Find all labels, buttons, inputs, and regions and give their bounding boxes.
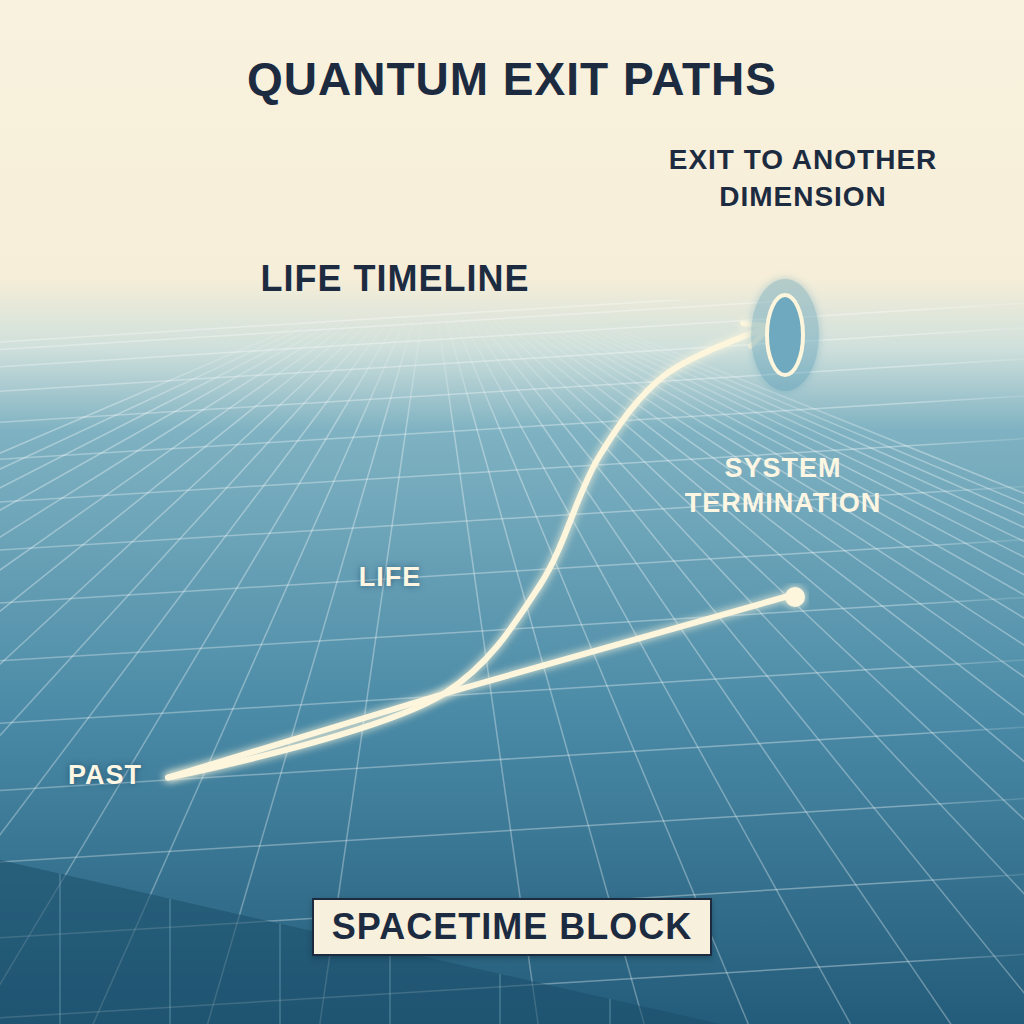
portal-ring bbox=[767, 295, 803, 375]
grid-line bbox=[0, 355, 1024, 425]
timeline-path bbox=[168, 327, 769, 778]
timeline-path bbox=[168, 597, 785, 778]
timeline-label: LIFE TIMELINE bbox=[200, 258, 590, 300]
block-face-line bbox=[389, 949, 391, 1024]
perspective-grid bbox=[0, 300, 1024, 1024]
grid-line bbox=[0, 724, 1024, 794]
title: QUANTUM EXIT PATHS bbox=[0, 52, 1024, 106]
grid-line bbox=[0, 392, 1024, 462]
spacetime-block-box: SPACETIME BLOCK bbox=[312, 898, 712, 956]
block-face-line bbox=[499, 974, 501, 1024]
grid-line bbox=[0, 324, 1024, 394]
block-face-line bbox=[59, 874, 61, 1024]
termination-point: SYSTEM TERMINATION bbox=[785, 587, 805, 607]
grid-line bbox=[0, 536, 1024, 606]
block-label: SPACETIME BLOCK bbox=[332, 906, 692, 948]
grid-line bbox=[0, 656, 1024, 726]
block-face-line bbox=[169, 899, 171, 1024]
end-dot bbox=[785, 587, 805, 607]
segment-label: LIFE bbox=[330, 562, 450, 593]
block-face bbox=[0, 860, 720, 1024]
end-dot bbox=[785, 587, 805, 607]
start-label: PAST bbox=[68, 760, 142, 791]
past-start: PAST bbox=[68, 756, 168, 795]
block-face-line bbox=[609, 999, 611, 1024]
node-heading: SYSTEM TERMINATION bbox=[663, 451, 903, 521]
block-face-line bbox=[279, 924, 281, 1024]
grid-line bbox=[0, 795, 1024, 865]
node-heading: EXIT TO ANOTHER DIMENSION bbox=[643, 142, 963, 215]
portal-ring bbox=[765, 293, 805, 377]
portal-glow bbox=[751, 279, 819, 391]
exit-portal: EXIT TO ANOTHER DIMENSION bbox=[765, 293, 805, 377]
